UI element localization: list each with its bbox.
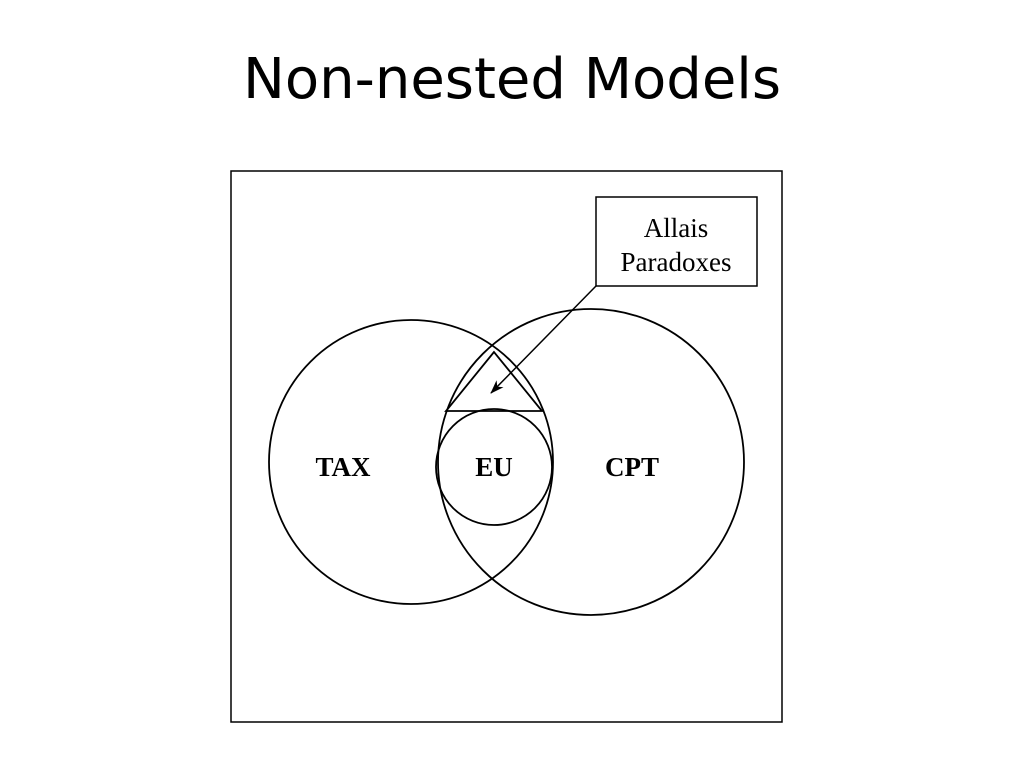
- cpt-label: CPT: [605, 452, 659, 482]
- allais-triangle: [444, 350, 544, 412]
- eu-circle: [435, 408, 553, 526]
- page-title: Non-nested Models: [242, 47, 782, 112]
- callout-arrow: [490, 285, 597, 394]
- cpt-circle: [437, 308, 745, 616]
- allais-callout-box: [595, 196, 758, 287]
- eu-label: EU: [475, 452, 513, 482]
- diagram-frame: [230, 170, 783, 723]
- allais-callout-line2: Paradoxes: [621, 247, 732, 277]
- tax-label: TAX: [315, 452, 371, 482]
- allais-callout-line1: Allais: [644, 213, 709, 243]
- tax-circle: [268, 319, 554, 605]
